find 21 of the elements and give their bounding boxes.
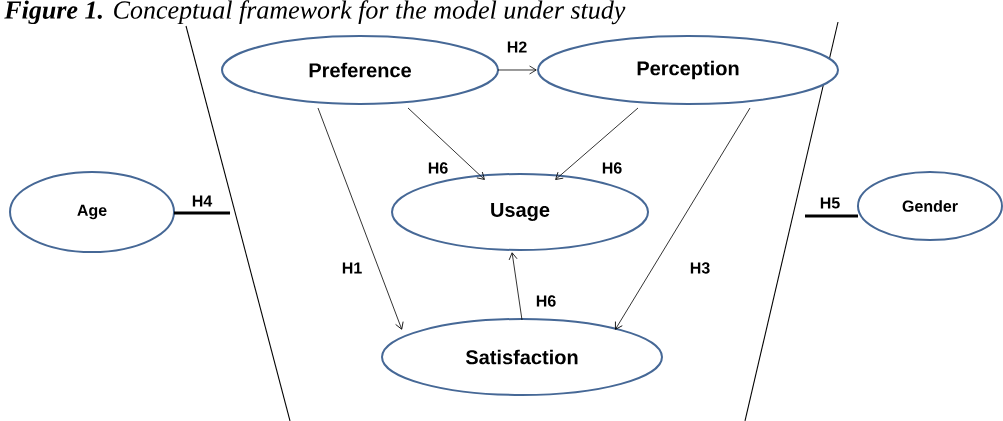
edge-label: H4 [192,195,213,207]
edge-label: H6 [602,162,622,174]
edge-label: H6 [428,162,448,174]
edge-label: H3 [690,262,710,274]
title: Figure 1. Conceptual framework for the model under study [4,0,626,25]
ellipse-node: Gender [857,171,1003,241]
arrow [555,107,639,180]
ellipse-node: Usage [391,173,649,251]
arrow [615,107,751,330]
arrow [317,107,404,330]
edge-label: H5 [820,197,840,209]
arrow [497,65,537,75]
ellipse-node: Age [9,171,175,253]
ellipse-node: Preference [221,35,499,105]
edge-label: H1 [342,262,362,274]
edge-label: H6 [536,295,556,307]
edge-label: H2 [507,41,527,53]
arrow [407,107,485,180]
ellipse-node: Perception [537,35,839,105]
ellipse-node: Satisfaction [381,318,663,396]
arrow [508,252,523,321]
